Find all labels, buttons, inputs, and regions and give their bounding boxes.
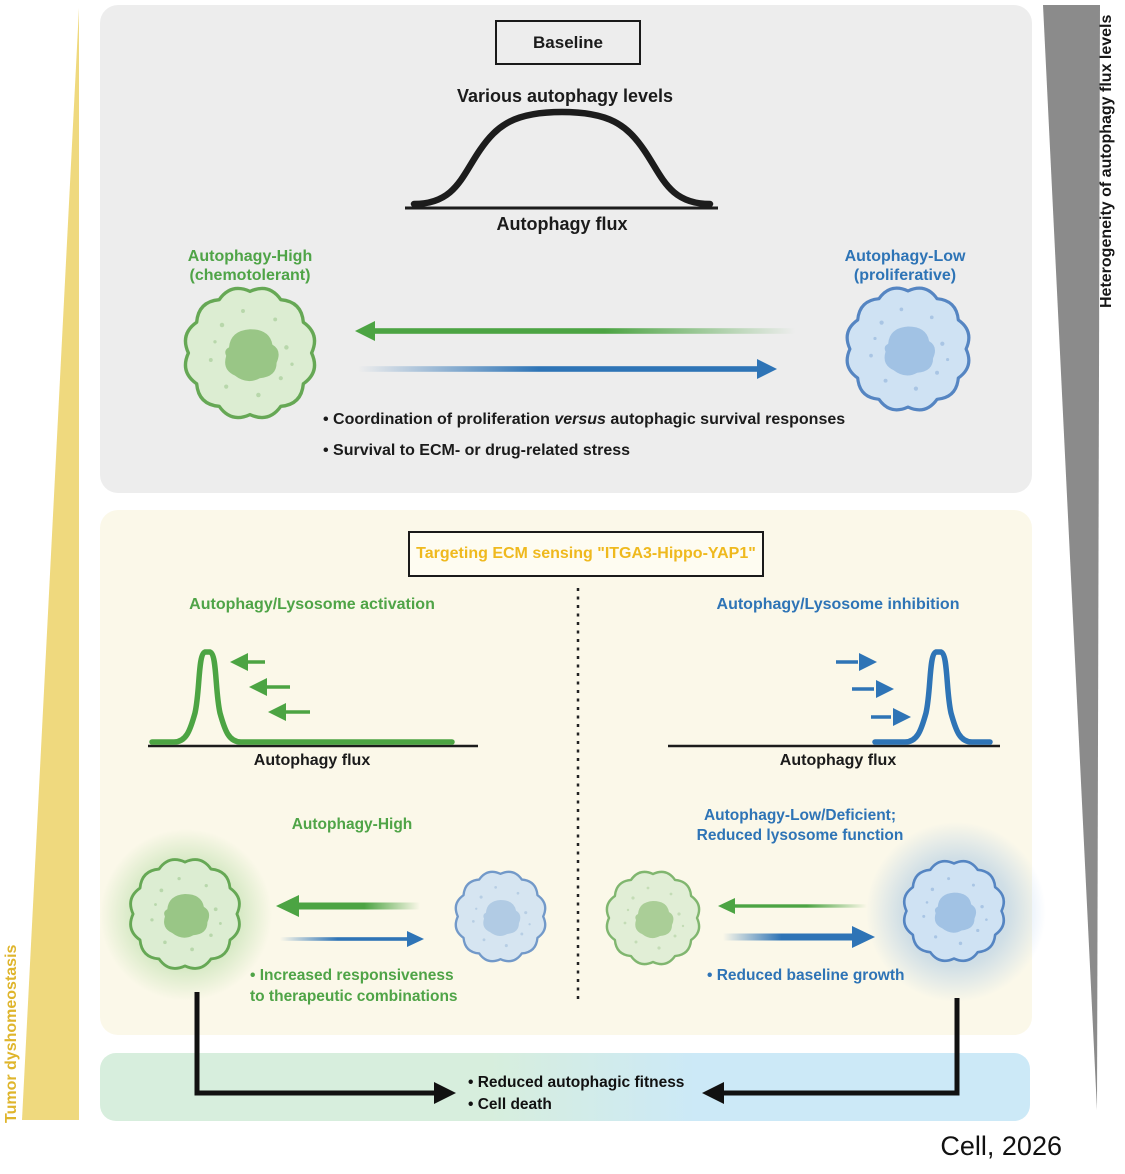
activation-peak-curve — [149, 649, 455, 745]
outcome-bullets: • Reduced autophagic fitness • Cell deat… — [468, 1072, 684, 1115]
inhibition-shift-arrows — [836, 653, 911, 726]
quad-right-blue-arrow-shaft — [723, 933, 853, 941]
distribution-caption: Various autophagy levels — [456, 86, 674, 106]
treated-green-cell — [606, 871, 700, 965]
activation-axis-label: Autophagy flux — [253, 752, 371, 769]
autophagy-high-cell — [185, 288, 315, 418]
outcome-band — [100, 1053, 1030, 1121]
quad-right-blue-arrowhead — [852, 926, 875, 948]
quad-left-title: Autophagy-High — [291, 816, 413, 833]
inhibition-peak-curve — [872, 649, 993, 745]
activation-title: Autophagy/Lysosome activation — [189, 596, 435, 613]
quad-right-bullet: • Reduced baseline growth — [707, 967, 905, 984]
quad-left-green-arrow-shaft — [296, 902, 420, 910]
deficient-blue-cell — [904, 861, 1004, 961]
inhibition-axis-label: Autophagy flux — [779, 752, 897, 769]
outcome-bullet-1: • Reduced autophagic fitness — [468, 1074, 685, 1091]
baseline-bullet-1: • Coordination of proliferation versus a… — [323, 411, 846, 428]
baseline-bullet-2: • Survival to ECM- or drug-related stres… — [323, 442, 631, 459]
autophagy-low-cell — [847, 288, 969, 410]
left-outcome-arrowhead — [434, 1082, 456, 1104]
responder-blue-cell — [455, 871, 546, 962]
quad-left-green-arrowhead — [276, 895, 299, 917]
green-left-arrowhead — [355, 321, 375, 341]
quad-left-blue-arrow-shaft — [280, 937, 408, 941]
blue-right-arrowhead — [757, 359, 777, 379]
left-outcome-connector — [194, 992, 436, 1096]
citation: Cell, 2026 — [940, 1131, 1062, 1161]
quad-left-bullet: • Increased responsiveness to therapeuti… — [250, 967, 458, 1005]
bell-curve — [410, 108, 714, 208]
activation-shift-arrows — [230, 653, 310, 721]
baseline-title: Baseline — [533, 32, 603, 52]
right-outcome-arrowhead — [702, 1082, 724, 1104]
autophagy-low-label: Autophagy-Low (proliferative) — [844, 248, 966, 284]
baseline-bullets: • Coordination of proliferation versus a… — [323, 411, 845, 460]
green-left-arrow-shaft — [372, 328, 795, 334]
baseline-axis-label: Autophagy flux — [496, 214, 628, 234]
targeting-title: Targeting ECM sensing "ITGA3-Hippo-YAP1" — [416, 545, 756, 562]
quad-right-green-arrowhead — [718, 898, 735, 914]
baseline-title-box: Baseline — [495, 20, 641, 65]
autophagy-high-label: Autophagy-High (chemotolerant) — [187, 248, 313, 284]
quad-right-green-arrow-shaft — [733, 904, 867, 908]
right-outcome-connector — [722, 998, 960, 1096]
tumor-dyshomeostasis-wedge — [22, 8, 79, 1120]
quad-left-blue-arrowhead — [407, 931, 424, 947]
heterogeneity-axis-label: Heterogeneity of autophagy flux levels — [1098, 14, 1115, 308]
inhibition-title: Autophagy/Lysosome inhibition — [716, 596, 960, 613]
targeting-title-box: Targeting ECM sensing "ITGA3-Hippo-YAP1" — [408, 531, 764, 577]
tumor-dyshomeostasis-label: Tumor dyshomeostasis — [3, 944, 20, 1123]
activated-green-cell — [130, 859, 240, 969]
heterogeneity-wedge — [1043, 5, 1100, 1110]
quad-right-title: Autophagy-Low/Deficient; Reduced lysosom… — [696, 807, 904, 845]
outcome-bullet-2: • Cell death — [468, 1095, 552, 1113]
blue-right-arrow-shaft — [358, 366, 760, 372]
